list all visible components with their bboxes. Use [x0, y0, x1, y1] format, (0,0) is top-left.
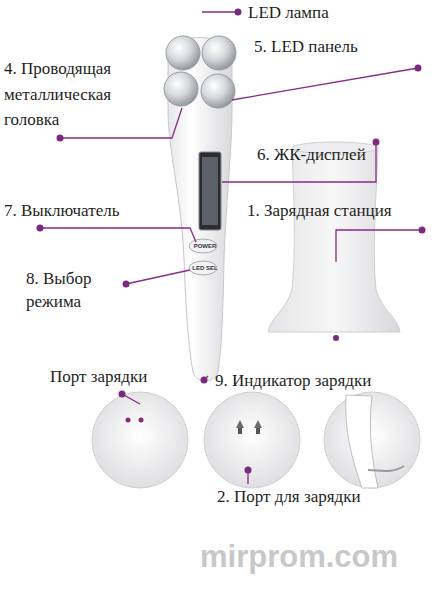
button-label: POWER	[190, 243, 220, 250]
part-label: 6. ЖК-дисплей	[257, 144, 437, 167]
part-label: Порт зарядки	[50, 366, 170, 389]
part-label: 9. Индикатор зарядки	[215, 370, 437, 393]
part-label: LED лампа	[248, 2, 398, 25]
part-label: 5. LED панель	[254, 36, 434, 59]
part-label: 2. Порт для зарядки	[217, 486, 437, 509]
button-label: LED SEL	[190, 265, 220, 272]
part-label: 8. Выбор режима	[26, 268, 121, 314]
part-label: 7. Выключатель	[4, 200, 164, 223]
part-label: 4. Проводящая металлическая головка	[4, 56, 154, 133]
watermark: mirprom.com	[200, 540, 436, 574]
part-label: 1. Зарядная станция	[247, 200, 437, 223]
